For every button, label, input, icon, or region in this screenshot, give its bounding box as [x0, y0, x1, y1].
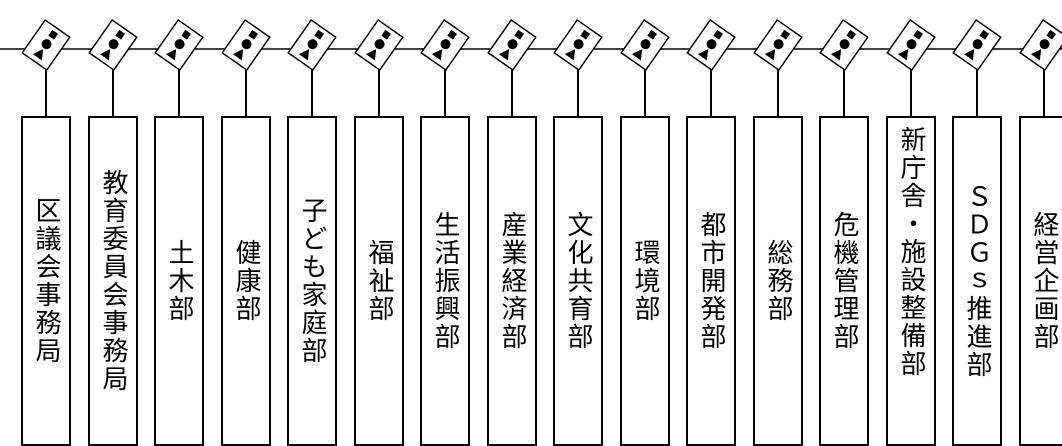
- circle-shape: [706, 39, 717, 50]
- department-label: 文化共育部: [563, 211, 593, 351]
- department-card: 健康部: [221, 116, 271, 446]
- circle-shape: [906, 39, 917, 50]
- circle-shape: [41, 39, 52, 50]
- department-label: 総務部: [763, 239, 793, 323]
- department-card: 都市開発部: [686, 116, 736, 446]
- square-shape: [514, 29, 525, 40]
- department-label: 健康部: [231, 239, 261, 323]
- triangle-shape: [32, 49, 44, 61]
- department-label: 経営企画部: [1029, 211, 1059, 351]
- circle-square-triangle-icon: [354, 18, 404, 72]
- circle-square-triangle-icon: [21, 18, 71, 72]
- square-shape: [846, 29, 857, 40]
- triangle-shape: [365, 49, 377, 61]
- triangle-shape: [963, 49, 975, 61]
- triangle-shape: [431, 49, 443, 61]
- department-label: 新庁舎・施設整備部: [896, 126, 926, 378]
- circle-square-triangle-icon: [287, 18, 337, 72]
- organization-chart: 区議会事務局 教育委員会事務局 土木部 健康部 子ども家庭部 福祉部 生活振興部 産業経済部 文…: [0, 18, 1062, 446]
- circle-shape: [507, 39, 518, 50]
- circle-shape: [839, 39, 850, 50]
- department-card: 教育委員会事務局: [88, 116, 138, 446]
- triangle-shape: [564, 49, 576, 61]
- circle-square-triangle-icon: [686, 18, 736, 72]
- department-card: 生活振興部: [420, 116, 470, 446]
- circle-square-triangle-icon: [952, 18, 1002, 72]
- department-label: 福祉部: [364, 239, 394, 323]
- circle-shape: [440, 39, 451, 50]
- department-label: 区議会事務局: [31, 197, 61, 365]
- circle-shape: [374, 39, 385, 50]
- department-card: 総務部: [753, 116, 803, 446]
- department-card: 福祉部: [354, 116, 404, 446]
- square-shape: [780, 29, 791, 40]
- department-card: 危機管理部: [819, 116, 869, 446]
- triangle-shape: [764, 49, 776, 61]
- square-shape: [447, 29, 458, 40]
- department-label: 危機管理部: [829, 211, 859, 351]
- triangle-shape: [1030, 49, 1042, 61]
- triangle-shape: [830, 49, 842, 61]
- department-card: 土木部: [154, 116, 204, 446]
- department-card: ＳＤＧｓ推進部: [952, 116, 1002, 446]
- circle-square-triangle-icon: [487, 18, 537, 72]
- circle-shape: [1039, 39, 1050, 50]
- square-shape: [115, 29, 126, 40]
- square-shape: [979, 29, 990, 40]
- circle-square-triangle-icon: [753, 18, 803, 72]
- square-shape: [580, 29, 591, 40]
- department-label: 都市開発部: [696, 211, 726, 351]
- square-shape: [181, 29, 192, 40]
- circle-square-triangle-icon: [1019, 18, 1062, 72]
- circle-square-triangle-icon: [88, 18, 138, 72]
- department-card: 新庁舎・施設整備部: [886, 116, 936, 446]
- triangle-shape: [232, 49, 244, 61]
- department-card: 産業経済部: [487, 116, 537, 446]
- department-card: 文化共育部: [553, 116, 603, 446]
- circle-square-triangle-icon: [221, 18, 271, 72]
- square-shape: [647, 29, 658, 40]
- department-label: 環境部: [630, 239, 660, 323]
- square-shape: [913, 29, 924, 40]
- department-label: 産業経済部: [497, 211, 527, 351]
- circle-square-triangle-icon: [154, 18, 204, 72]
- triangle-shape: [631, 49, 643, 61]
- square-shape: [1046, 29, 1057, 40]
- circle-shape: [307, 39, 318, 50]
- department-card: 経営企画部: [1019, 116, 1062, 446]
- triangle-shape: [298, 49, 310, 61]
- triangle-shape: [697, 49, 709, 61]
- square-shape: [248, 29, 259, 40]
- circle-shape: [773, 39, 784, 50]
- square-shape: [314, 29, 325, 40]
- circle-square-triangle-icon: [553, 18, 603, 72]
- circle-shape: [972, 39, 983, 50]
- department-label: 土木部: [164, 239, 194, 323]
- department-card: 区議会事務局: [21, 116, 71, 446]
- circle-square-triangle-icon: [819, 18, 869, 72]
- square-shape: [381, 29, 392, 40]
- circle-shape: [573, 39, 584, 50]
- triangle-shape: [165, 49, 177, 61]
- triangle-shape: [498, 49, 510, 61]
- circle-square-triangle-icon: [420, 18, 470, 72]
- circle-shape: [108, 39, 119, 50]
- circle-shape: [241, 39, 252, 50]
- circle-shape: [174, 39, 185, 50]
- circle-square-triangle-icon: [886, 18, 936, 72]
- circle-square-triangle-icon: [620, 18, 670, 72]
- circle-shape: [640, 39, 651, 50]
- square-shape: [48, 29, 59, 40]
- department-card: 子ども家庭部: [287, 116, 337, 446]
- department-label: 生活振興部: [430, 211, 460, 351]
- department-label: ＳＤＧｓ推進部: [962, 183, 992, 379]
- department-card: 環境部: [620, 116, 670, 446]
- square-shape: [713, 29, 724, 40]
- triangle-shape: [897, 49, 909, 61]
- department-label: 教育委員会事務局: [98, 169, 128, 393]
- department-label: 子ども家庭部: [297, 197, 327, 365]
- triangle-shape: [99, 49, 111, 61]
- connector-layer: [0, 18, 1062, 116]
